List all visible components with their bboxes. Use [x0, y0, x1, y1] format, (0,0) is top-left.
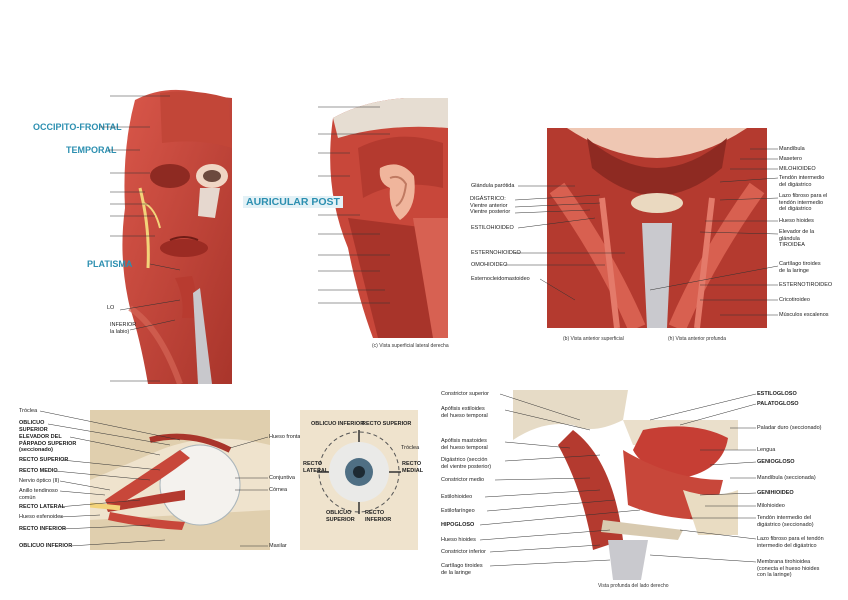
label-lo: LO: [107, 305, 115, 311]
label-tendon-intermedio-seccionado: Tendón intermedio del digástrico (seccio…: [757, 515, 814, 528]
label-recto-inferior-anterior: RECTO INFERIOR: [365, 510, 392, 523]
label-milohioideo: MILOHIOIDEO: [779, 166, 816, 172]
label-cornea: Córnea: [269, 487, 288, 493]
panel-head-lateral: [318, 98, 448, 338]
label-glandula-parotida: Glándula parótida: [471, 183, 515, 189]
label-genihioideo: GENIHIOIDEO: [757, 490, 794, 496]
label-geniogloso: GENIOGLOSO: [757, 459, 795, 465]
label-estilogloso: ESTILOGLOSO: [757, 391, 797, 397]
label-recto-superior-anterior: RECTO SUPERIOR: [362, 421, 412, 427]
label-maxilar: Maxilar: [269, 543, 287, 549]
label-troclea-anterior: Tróclea: [401, 445, 420, 451]
eye-anterior-illustration: [300, 410, 418, 550]
label-cartilago-tiroides: Cartílago tiroides de la laringe: [779, 261, 821, 274]
caption-anterior-superficial: (b) Vista anterior superficial: [563, 336, 624, 342]
label-digastrico-seccion: Digástrico (sección del vientre posterio…: [441, 457, 492, 470]
label-elevador-parpado: ELEVADOR DEL PÁRPADO SUPERIOR (seccionad…: [19, 434, 77, 453]
tongue-lateral-illustration: [513, 390, 738, 580]
label-esternocleidomastoideo: Esternocleidomastoideo: [471, 276, 530, 282]
label-digastrico: DIGÁSTRICO: Vientre anterior Vientre pos…: [470, 196, 511, 215]
label-recto-medial-anterior: RECTO MEDIAL: [402, 461, 424, 474]
label-mandibula: Mandíbula: [779, 146, 805, 152]
panel-neck-anterior: [547, 128, 767, 328]
label-hueso-frontal: Hueso frontal: [269, 434, 302, 440]
caption-anterior-profunda: (h) Vista anterior profunda: [668, 336, 726, 342]
label-oblicuo-inferior-anterior: OBLICUO INFERIOR: [311, 421, 365, 427]
label-cricotiroideo: Cricotiroideo: [779, 297, 810, 303]
label-hueso-esfenoides: Hueso esfenoides: [19, 514, 64, 520]
label-constrictor-medio: Constrictor medio: [441, 477, 485, 483]
label-masetero: Masetero: [779, 156, 802, 162]
label-oblicuo-inferior: OBLICUO INFERIOR: [19, 543, 73, 549]
label-oblicuo-superior: OBLICUO SUPERIOR: [19, 420, 48, 433]
neck-anterior-illustration: [547, 128, 767, 328]
label-elevador-glandula: Elevador de la glándula TIROIDEA: [779, 229, 815, 248]
label-estilohioideo-lat: Estilohioideo: [441, 494, 473, 500]
label-hueso-hioides-lat: Hueso hioides: [441, 537, 476, 543]
label-oblicuo-superior-anterior: OBLICUO SUPERIOR: [326, 510, 355, 523]
label-auricular-post: AURICULAR POST: [243, 196, 343, 208]
eye-lateral-illustration: [90, 410, 270, 550]
label-milohioideo-lat: Milohioideo: [757, 503, 785, 509]
label-lazo-fibroso-lat: Lazo fibroso para el tendón intermedio d…: [757, 536, 824, 549]
caption-lateral-view: (c) Vista superficial lateral derecha: [372, 343, 449, 349]
label-tendon-intermedio: Tendón intermedio del digástrico: [779, 175, 825, 188]
label-lazo-fibroso: Lazo fibroso para el tendón intermedio d…: [779, 193, 828, 212]
label-musculos-escalenos: Músculos escalenos: [779, 312, 829, 318]
label-inferior-labio: INFERIOR la labio): [110, 322, 137, 335]
label-paladar-duro: Paladar duro (seccionado): [757, 425, 822, 431]
panel-tongue-lateral: [513, 390, 738, 580]
label-estilohioideo: ESTILOHIOIDEO: [471, 225, 514, 231]
label-hipogloso: HIPOGLOSO: [441, 522, 475, 528]
lateral-head-illustration: [330, 98, 448, 338]
label-anillo-tendinoso: Anillo tendinoso común: [19, 488, 58, 501]
label-platisma: PLATISMA: [87, 259, 133, 269]
label-temporal: TEMPORAL: [66, 145, 117, 155]
panel-face-anterior: [100, 88, 240, 384]
label-constrictor-inferior: Constrictor inferior: [441, 549, 486, 555]
label-apofisis-mastoides: Apófisis mastoides del hueso temporal: [441, 438, 488, 451]
caption-vista-profunda: Vista profunda del lado derecho: [598, 583, 669, 589]
label-constrictor-superior: Constrictor superior: [441, 391, 489, 397]
label-omohioideo: OMOHIOIDEO: [471, 262, 508, 268]
label-membrana-tirohioidea: Membrana tirohioidea (conecta el hueso h…: [757, 559, 820, 578]
label-recto-inferior: RECTO INFERIOR: [19, 526, 66, 532]
label-nervio-optico: Nervio óptico (II): [19, 478, 60, 484]
label-occipito-frontal: OCCIPITO-FRONTAL: [33, 122, 122, 132]
label-recto-lateral-anterior: RECTO LATERAL: [303, 461, 329, 474]
label-estilofaringeo: Estilofaríngeo: [441, 508, 475, 514]
panel-eye-lateral: [90, 410, 270, 550]
panel-eye-anterior: [300, 410, 418, 550]
label-recto-medio: RECTO MEDIO: [19, 468, 58, 474]
label-hueso-hioides: Hueso hioides: [779, 218, 814, 224]
label-recto-lateral: RECTO LATERAL: [19, 504, 65, 510]
label-apofisis-estiloides: Apófisis estiloides del hueso temporal: [441, 406, 488, 419]
label-recto-superior: RECTO SUPERIOR: [19, 457, 69, 463]
label-mandibula-seccionada: Mandíbula (seccionada): [757, 475, 816, 481]
label-cartilago-tiroides-lat: Cartílago tiroides de la laringe: [441, 563, 483, 576]
label-lengua: Lengua: [757, 447, 776, 453]
label-esternotiroideo: ESTERNOTIROIDEO: [779, 282, 833, 288]
label-troclea: Tróclea: [19, 408, 38, 414]
label-conjuntiva: Conjuntiva: [269, 475, 295, 481]
label-palatogloso: PALATOGLOSO: [757, 401, 799, 407]
face-muscles-illustration: [122, 89, 232, 384]
label-esternohioideo: ESTERNOHIOIDEO: [471, 250, 521, 256]
